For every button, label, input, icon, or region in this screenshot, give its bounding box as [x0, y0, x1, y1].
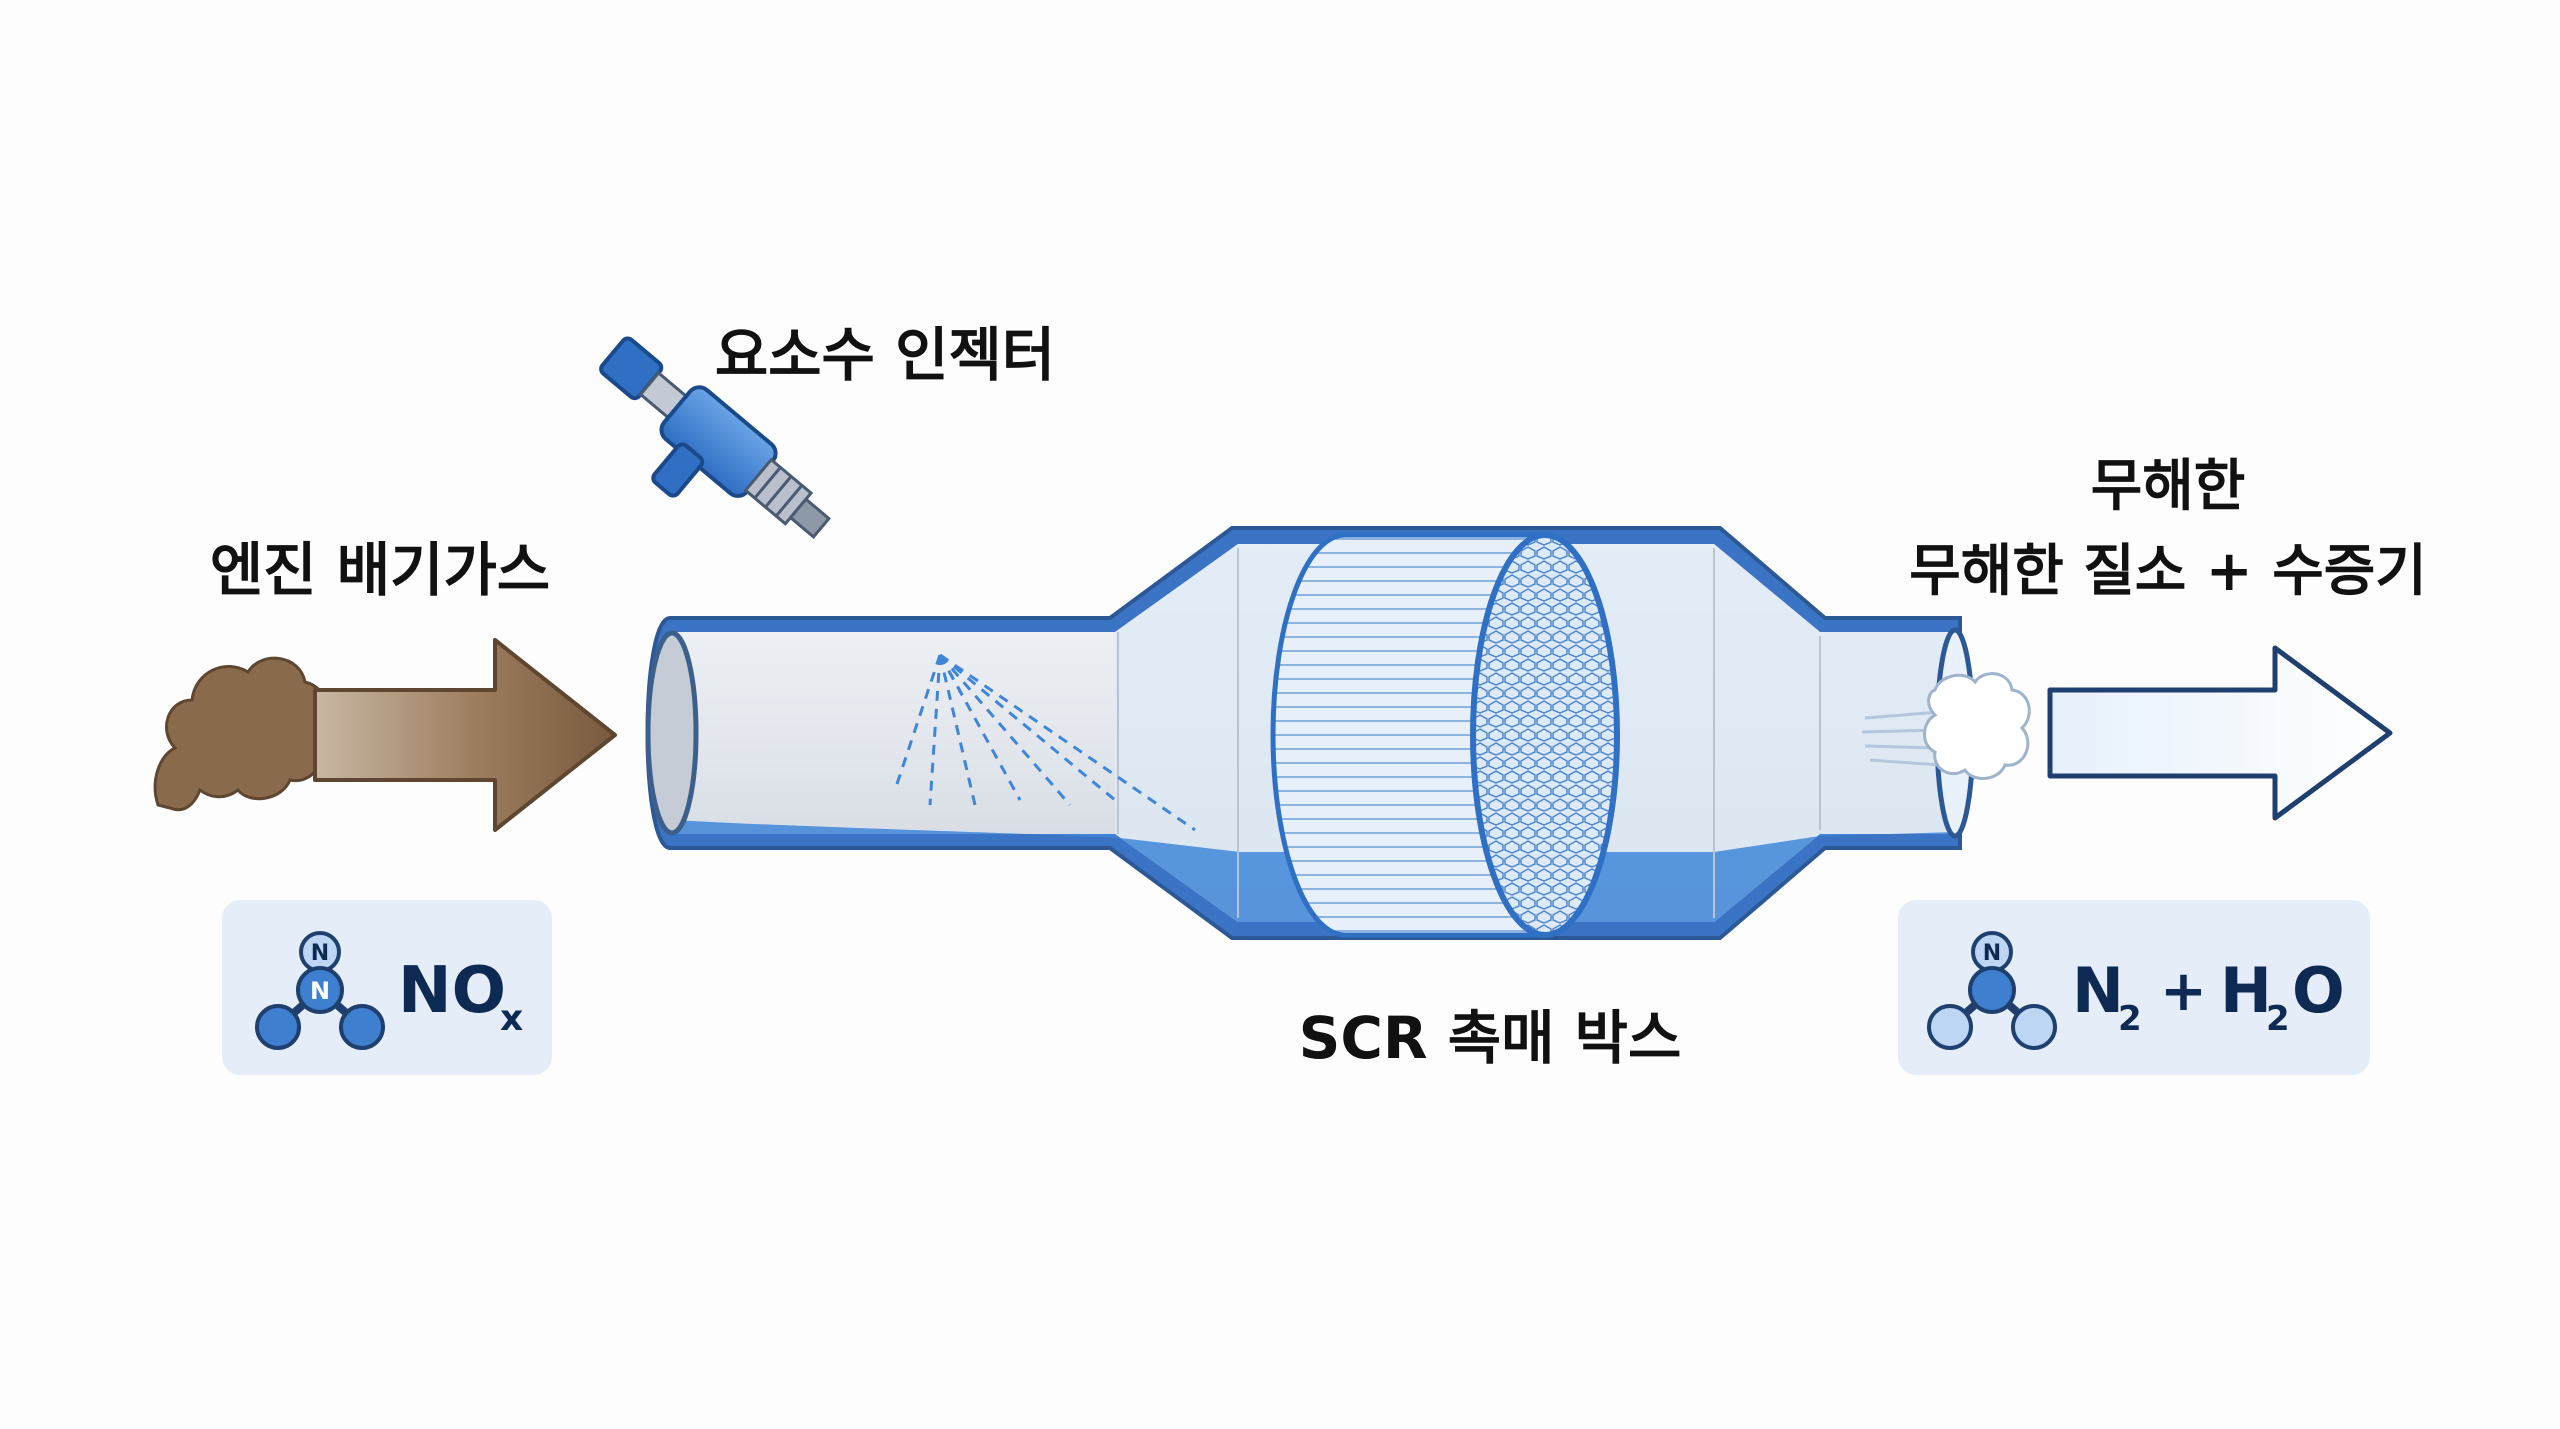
atom-label-center: N — [310, 977, 330, 1005]
nox-formula-text: NO — [398, 954, 506, 1028]
scr-box-label: SCR 촉매 박스 — [1299, 1004, 1682, 1072]
product-molecule-icon: N — [1927, 931, 2057, 1050]
clean-gas-puff-icon — [1861, 672, 2031, 780]
output-formula-box: N N 2 + H 2 O — [1898, 900, 2370, 1075]
output-label: 무해한 질소 + 수증기 — [1909, 539, 2427, 604]
h2-subscript: 2 — [2266, 999, 2290, 1039]
n2-subscript: 2 — [2118, 999, 2142, 1039]
scr-catalyst-core — [1270, 532, 1620, 938]
output-label-top: 무해한 — [2091, 454, 2246, 519]
input-formula-box: N N NO x — [222, 900, 552, 1075]
nox-formula-subscript: x — [500, 998, 523, 1039]
urea-injector-label: 요소수 인젝터 — [715, 321, 1055, 389]
nox-molecule-icon: N N — [255, 931, 385, 1050]
exhaust-label: 엔진 배기가스 — [210, 536, 550, 604]
o-symbol: O — [2292, 954, 2345, 1027]
urea-spray — [893, 653, 1196, 832]
n2-symbol: N — [2072, 954, 2124, 1027]
h-symbol: H — [2220, 954, 2272, 1027]
urea-injector-icon — [599, 336, 832, 540]
exhaust-smoke-icon — [153, 656, 330, 812]
product-atom-label: N — [1983, 941, 2001, 966]
exhaust-flow-arrow — [313, 638, 617, 832]
clean-flow-arrow — [2047, 645, 2393, 821]
atom-label-top: N — [311, 941, 329, 966]
plus-sign: + — [2160, 959, 2207, 1024]
